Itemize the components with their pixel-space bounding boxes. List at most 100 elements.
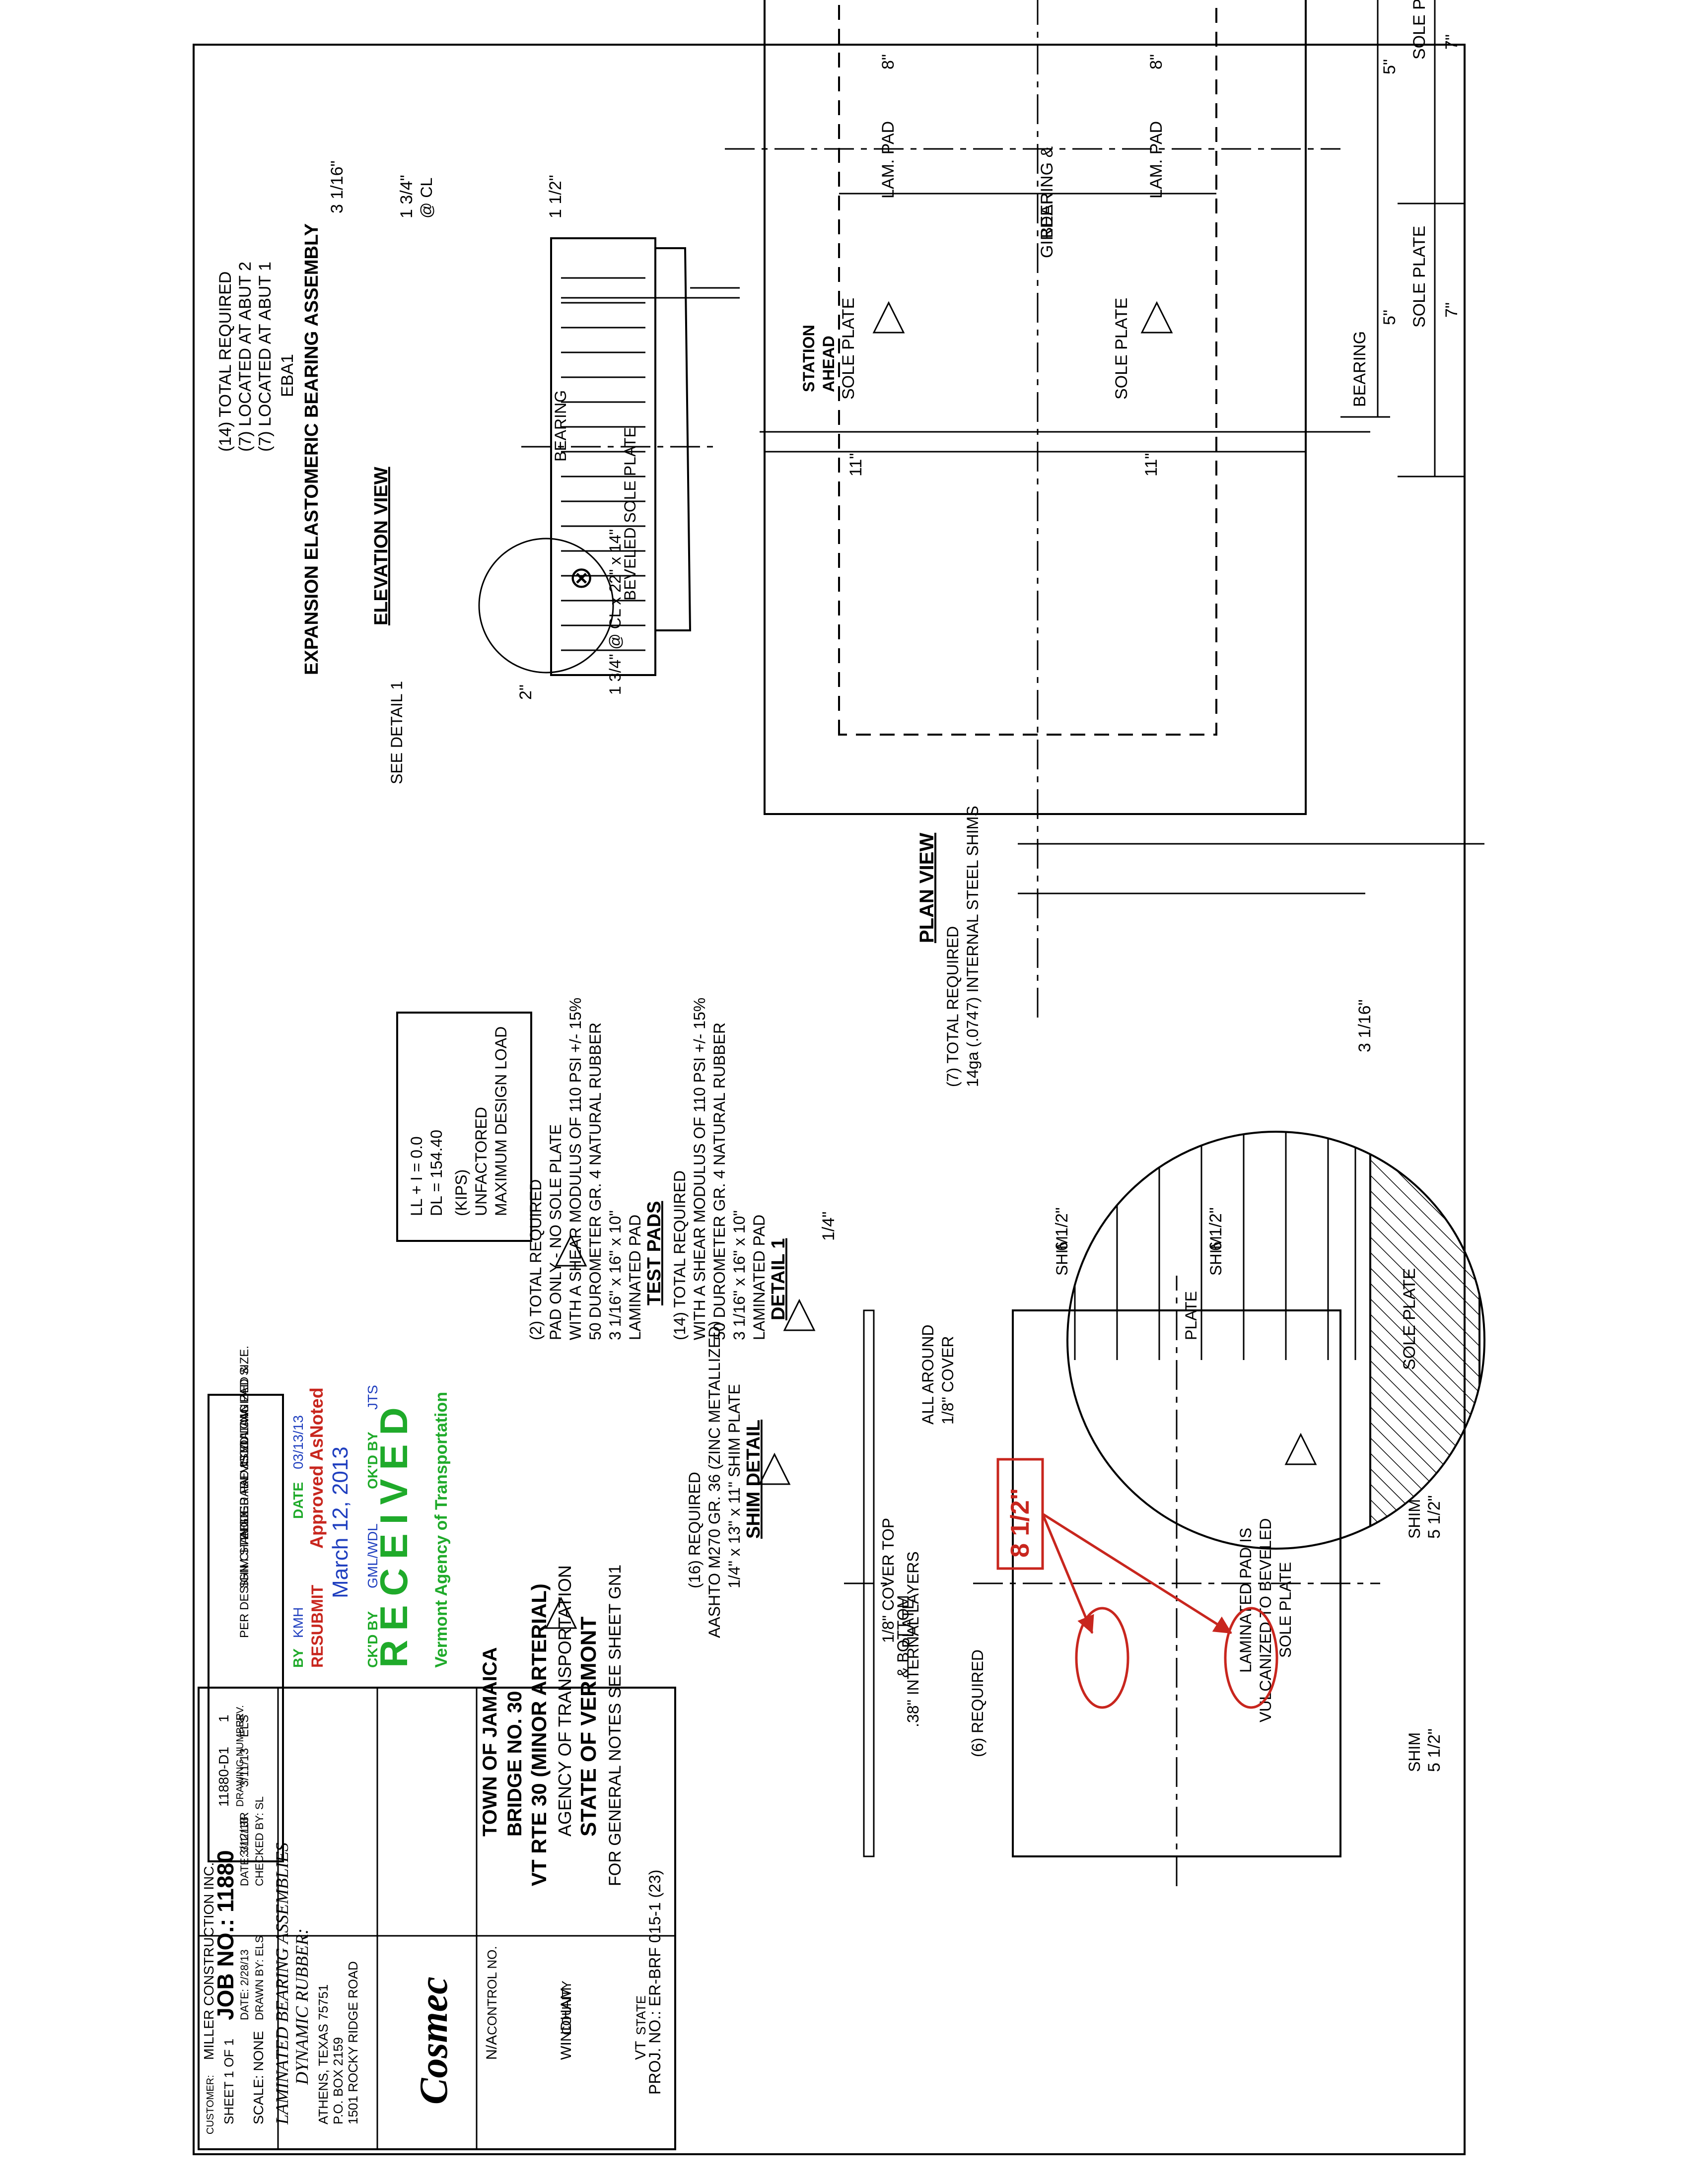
rev-by: ELS	[238, 1715, 251, 1737]
project-1: VT RTE 30 (MINOR ARTERIAL)	[527, 1583, 551, 1886]
checked-by: CHECKED BY: SL	[253, 1796, 266, 1886]
assembly-line-3: (14) TOTAL REQUIRED	[216, 272, 235, 452]
shims-label-1: 14ga (.0747) INTERNAL STEEL SHIMS	[964, 806, 982, 1087]
stamp-date: March 12, 2013	[328, 1446, 352, 1598]
dim-3-1-16-elev: 3 1/16"	[328, 160, 347, 213]
vulc-3: SOLE PLATE	[1276, 1562, 1294, 1658]
dim-7-top: 7"	[1442, 34, 1461, 50]
design-load-3: (KIPS)	[452, 1169, 470, 1216]
test-pads-1: LAMINATED PAD	[626, 1215, 644, 1340]
sole-plate-side-2: SOLE PLATE	[1410, 0, 1429, 60]
dim-1-1-2: 1 1/2"	[546, 175, 565, 218]
state-2: AGENCY OF TRANSPORTATION	[555, 1565, 575, 1837]
dim-6-1-2-b: 6 1/2"	[1206, 1207, 1225, 1251]
lam-pad-label-right: LAM. PAD	[1147, 121, 1166, 199]
checked-date: DATE: 3/1/13	[238, 1822, 251, 1886]
cl-bearing-plan: BEARING	[1350, 331, 1369, 407]
sole-plate-label-right: SOLE PLATE	[1112, 298, 1131, 400]
scale: SCALE: NONE	[251, 2031, 266, 2124]
assembly-id: EBA1	[278, 354, 297, 397]
hdr-control: CONTROL NO.	[485, 1946, 499, 2035]
project-2: BRIDGE NO. 30	[504, 1691, 526, 1837]
hdr-state: STATE	[633, 1995, 648, 2035]
state-1: STATE OF VERMONT	[576, 1617, 601, 1837]
approval-stamp: Vermont Agency of Transportation RECEIVE…	[290, 1385, 451, 1668]
design-load-box: MAXIMUM DESIGN LOAD UNFACTORED (KIPS) DL…	[396, 1012, 532, 1242]
stamp-received: RECEIVED	[372, 1398, 416, 1668]
otimes-symbol: ⊗	[564, 566, 597, 591]
cover-top-1: 1/8" COVER TOP	[879, 1518, 897, 1643]
cl-plate-edge: PLATE	[899, 1599, 917, 1648]
dim-lam-pad-8b: 8"	[1147, 54, 1166, 69]
val-control: N/A	[484, 2035, 500, 2060]
test-pads-title: TEST PADS	[644, 1201, 665, 1305]
rev-date2: 3/12/13	[238, 1817, 251, 1856]
shims-label-2: (7) TOTAL REQUIRED	[944, 926, 962, 1087]
at-cl: @ CL	[418, 178, 435, 218]
internal-layers-1: .38" INTERNAL LAYERS	[904, 1551, 922, 1727]
dim-sole-plate-11-right: 11"	[1142, 453, 1161, 477]
proj-no: PROJ. NO.: ER-BRF 015-1 (23)	[646, 1870, 664, 2095]
dim-6-1-2-a: 6 1/2"	[1053, 1207, 1071, 1251]
dim-5-top: 5"	[1380, 59, 1399, 74]
revision-flags	[545, 301, 1317, 1629]
cl-bearing-elev: BEARING	[552, 390, 569, 462]
test-pads-3: 50 DUROMETER GR. 4 NATURAL RUBBER	[586, 1023, 604, 1340]
shim-label-a: SHIM	[1053, 1236, 1071, 1276]
beveled-sole-plate	[654, 247, 692, 631]
dyn-1: DYNAMIC RUBBER:	[292, 1928, 312, 2085]
design-load-1: MAXIMUM DESIGN LOAD	[492, 1026, 510, 1216]
dwg-no: 11880-D1	[216, 1747, 231, 1807]
dim-3-1-16-detail: 3 1/16"	[1355, 999, 1374, 1052]
lam-1: LAMINATED PAD	[750, 1215, 768, 1340]
markup-ellipse-b	[1224, 1607, 1278, 1709]
sole-plate-outline	[764, 0, 1307, 815]
dim-7-bottom: 7"	[1442, 302, 1461, 318]
callout-text: 8 1/2"	[1006, 1488, 1035, 1558]
internal-layers-2: (6) REQUIRED	[969, 1649, 986, 1757]
stamp-approved: Approved AsNoted	[306, 1387, 327, 1549]
shim-detail: PLATE 1/4" 6 1/2" 6 1/2" SHIM SHIM 5 1/2…	[686, 1207, 1444, 1886]
dwg-no-hdr: DRAWING NUMBER	[235, 1713, 246, 1807]
rev-desc-1: REVISED LAM. PAD SIZE.	[238, 1346, 251, 1489]
stamp-agency: Vermont Agency of Transportation	[432, 1392, 451, 1668]
test-pads-2: 3 1/16" x 16" x 10"	[606, 1210, 624, 1340]
rev-desc-3: SHIM STEEL GRADE & COATING	[238, 1404, 251, 1588]
stamp-okd-by: OK'D BY	[365, 1432, 380, 1489]
rev-date: 3/11/13	[238, 1748, 251, 1787]
cl-plate-shim: PLATE	[1182, 1291, 1200, 1340]
assembly-line-2: (7) LOCATED AT ABUT 2	[236, 262, 255, 452]
cover-top-2: & BOTTOM	[894, 1595, 912, 1678]
design-load-4: DL = 154.40	[427, 1130, 445, 1216]
cl-bearing-girder-text-2: GIRDER	[1038, 193, 1056, 258]
dim-quarter: 1/4"	[819, 1212, 838, 1241]
test-pads-6: (2) TOTAL REQUIRED	[527, 1179, 545, 1340]
assembly-title: EXPANSION ELASTOMERIC BEARING ASSEMBLY	[301, 223, 322, 675]
shim-detail-2: AASHTO M270 GR. 36 (ZINC METALLIZED)	[705, 1321, 723, 1638]
shim-detail-3: (16) REQUIRED	[686, 1472, 703, 1588]
see-detail-1: SEE DETAIL 1	[388, 681, 406, 784]
detail-1-circle	[1066, 1131, 1485, 1550]
stamp-ckd-by-val: GML/WDL	[365, 1523, 380, 1588]
stamp-resubmit: RESUBMIT	[308, 1584, 326, 1668]
test-pads-4: WITH A SHEAR MODULUS OF 110 PSI +/- 15%	[566, 998, 584, 1340]
val-county: WINDHAM	[558, 1987, 574, 2060]
detail-1-title: DETAIL 1	[768, 1238, 789, 1320]
design-load-2: UNFACTORED	[472, 1107, 490, 1216]
cl-bearing-girder-text-1: BEARING &	[1038, 146, 1056, 238]
pad-laminations	[561, 277, 645, 651]
design-load-5: LL + I = 0.0	[408, 1136, 425, 1216]
stamp-by-val: KMH	[290, 1607, 306, 1638]
dim-2-elev: 2"	[516, 684, 535, 700]
elevation-view-title: ELEVATION VIEW	[371, 467, 392, 625]
lam-pad-outline	[838, 0, 1217, 736]
cover-2: ALL AROUND	[919, 1324, 937, 1425]
shim-label-d: SHIM	[1406, 1499, 1423, 1539]
lam-2: 3 1/16" x 16" x 10"	[730, 1210, 748, 1340]
lam-3: 50 DUROMETER GR. 4 NATURAL RUBBER	[710, 1023, 728, 1340]
shim-detail-title: SHIM DETAIL	[743, 1420, 764, 1539]
dim-5-bottom: 5"	[1380, 310, 1399, 325]
shim-detail-1: 1/4" x 13" x 11" SHIM PLATE	[725, 1384, 743, 1588]
addr-2: P.O. BOX 2159	[331, 2037, 346, 2124]
